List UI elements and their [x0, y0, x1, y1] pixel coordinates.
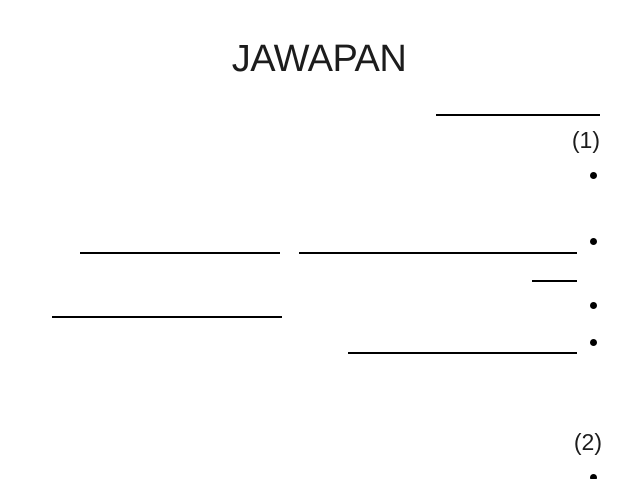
- bullet-icon: [590, 302, 597, 309]
- answer-number-2: (2): [573, 429, 602, 455]
- answer-blank-line: [532, 280, 577, 282]
- answer-blank-line: [436, 114, 600, 116]
- bullet-icon: [590, 238, 597, 245]
- bullet-icon: [590, 172, 597, 179]
- answer-blank-line: [348, 352, 577, 354]
- slide-title: JAWAPAN: [231, 38, 407, 80]
- answer-blank-line: [52, 316, 282, 318]
- answer-blank-line: [299, 252, 577, 254]
- answer-blank-line: [80, 252, 280, 254]
- bullet-icon: [590, 339, 597, 346]
- bullet-icon: [590, 474, 597, 479]
- answer-number-1: (1): [571, 127, 600, 153]
